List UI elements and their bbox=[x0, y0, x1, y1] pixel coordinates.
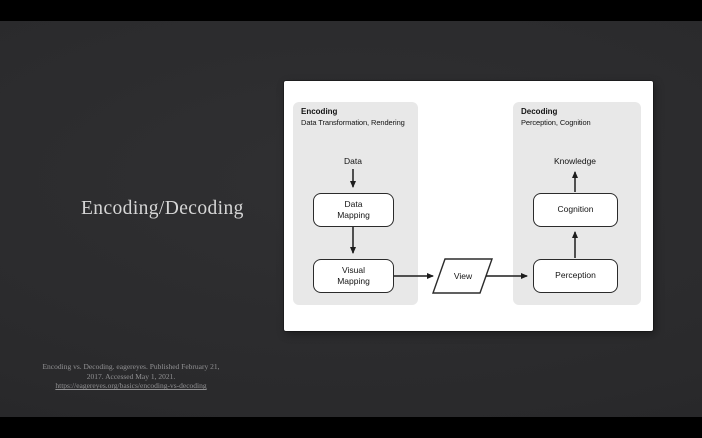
decoding-group-title: Decoding bbox=[521, 107, 558, 116]
slide-content: Encoding/Decoding Encoding Data Transfor… bbox=[0, 21, 702, 417]
cognition-node-label: Cognition bbox=[557, 204, 594, 215]
diagram-panel: Encoding Data Transformation, Rendering … bbox=[284, 81, 653, 331]
letterbox-bottom-bar bbox=[0, 417, 702, 438]
perception-node-label: Perception bbox=[555, 270, 596, 281]
data-label: Data bbox=[344, 156, 362, 166]
encoding-group-title: Encoding bbox=[301, 107, 338, 116]
citation-line2: 2017. Accessed May 1, 2021. bbox=[86, 371, 176, 381]
decoding-group-subtitle: Perception, Cognition bbox=[521, 118, 591, 127]
letterbox-top-bar bbox=[0, 0, 702, 21]
data-mapping-node: Data Mapping bbox=[313, 193, 394, 227]
cognition-node: Cognition bbox=[533, 193, 618, 227]
citation-link[interactable]: https://eagereyes.org/basics/encoding-vs… bbox=[55, 381, 207, 391]
citation: Encoding vs. Decoding. eagereyes. Publis… bbox=[30, 362, 232, 391]
view-node-label: View bbox=[453, 271, 473, 281]
flow-arrows bbox=[350, 169, 578, 294]
perception-node: Perception bbox=[533, 259, 618, 293]
visual-mapping-node-label: Visual Mapping bbox=[337, 264, 370, 287]
encoding-group-subtitle: Data Transformation, Rendering bbox=[301, 118, 405, 127]
slide-title: Encoding/Decoding bbox=[81, 198, 244, 219]
visual-mapping-node: Visual Mapping bbox=[313, 259, 394, 293]
data-mapping-node-label: Data Mapping bbox=[337, 198, 370, 221]
citation-line1: Encoding vs. Decoding. eagereyes. Publis… bbox=[42, 362, 220, 371]
knowledge-label: Knowledge bbox=[553, 156, 597, 166]
view-parallelogram bbox=[432, 258, 493, 294]
